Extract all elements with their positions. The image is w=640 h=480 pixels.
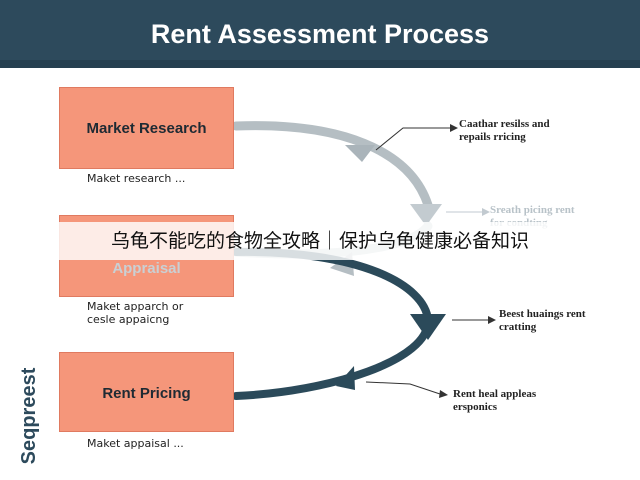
- arc-appraisal-to-pricing: [232, 247, 433, 400]
- connector-note-1: [375, 127, 450, 151]
- side-note-4-line-2: ersponics: [453, 401, 497, 413]
- step-box-market-research: Market Research: [59, 87, 234, 169]
- connector-head-4: [439, 390, 448, 398]
- connector-head-3: [488, 316, 496, 324]
- arrowhead-light-1: [345, 145, 375, 162]
- step-caption-appraisal-line-1: Maket apparch or: [87, 300, 184, 313]
- overlay-banner: [0, 222, 640, 260]
- header-bar: [0, 0, 640, 68]
- step-caption-appraisal-line-2: cesle appaicng: [87, 313, 170, 326]
- brand-logo-text: Seqpreest: [18, 367, 40, 465]
- arrowhead-dark-2: [336, 366, 355, 390]
- side-note-4-line-1: Rent heal appleas: [453, 388, 537, 400]
- step-label-rent-pricing: Rent Pricing: [102, 385, 191, 402]
- side-note-2-line-1: Sreath picing rent: [490, 204, 575, 216]
- arrowhead-light-2: [410, 204, 442, 226]
- step-label-appraisal: Appraisal: [112, 260, 181, 277]
- connector-note-4: [365, 381, 441, 395]
- arc-market-to-appraisal: [231, 121, 433, 210]
- step-caption-market-research: Maket research ...: [87, 172, 186, 185]
- side-note-3-line-2: cratting: [499, 321, 537, 333]
- side-note-1-line-2: repails rricing: [459, 131, 526, 143]
- step-label-market-research: Market Research: [86, 120, 207, 137]
- side-note-1-line-1: Caathar resilss and: [459, 118, 550, 130]
- overlay-banner-text: 乌龟不能吃的食物全攻略｜保护乌龟健康必备知识: [110, 230, 529, 252]
- step-caption-rent-pricing: Maket appaisal ...: [87, 437, 184, 450]
- arrowhead-dark-1: [410, 314, 446, 340]
- connector-head-1: [450, 124, 458, 132]
- step-box-rent-pricing: Rent Pricing: [59, 352, 234, 432]
- side-note-3-line-1: Beest huaings rent: [499, 308, 586, 320]
- page-title: Rent Assessment Process: [150, 19, 490, 49]
- header-shadow: [0, 60, 640, 68]
- connector-head-2: [482, 208, 490, 216]
